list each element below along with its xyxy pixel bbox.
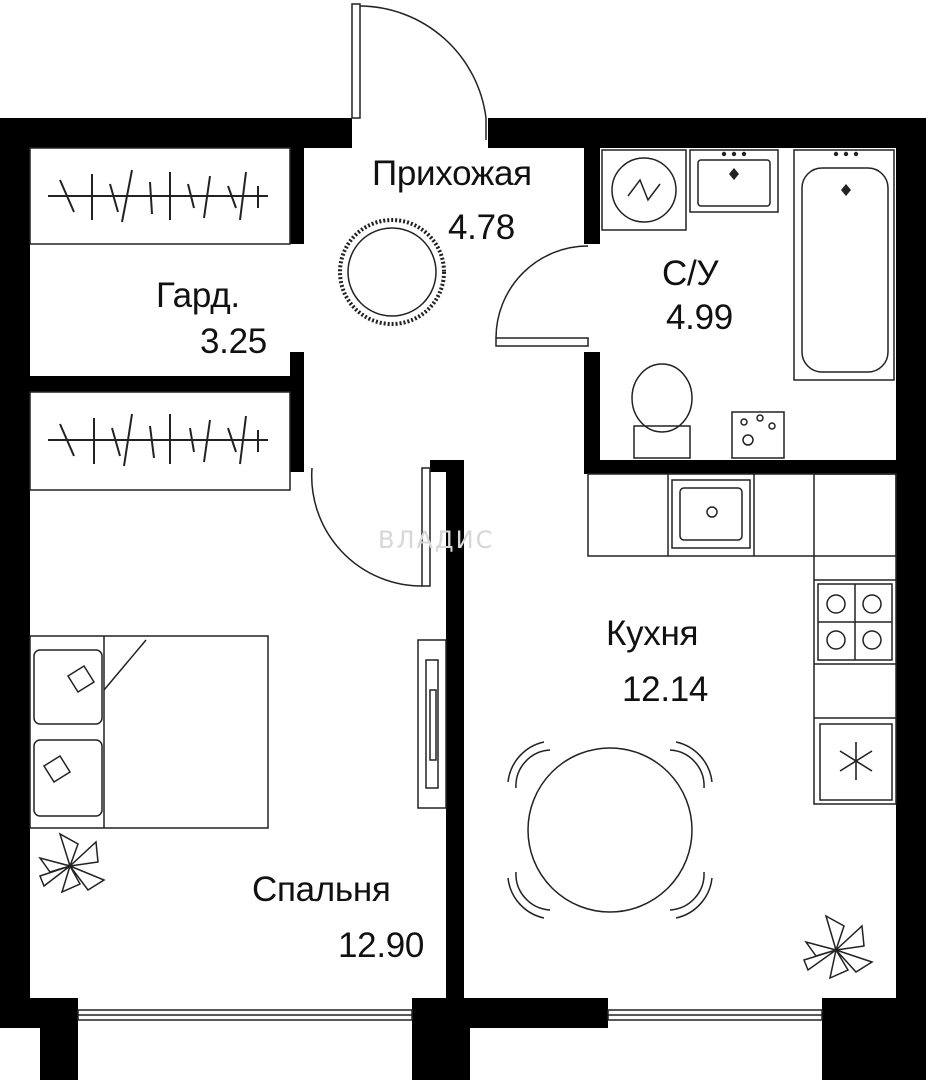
dining-set [507, 741, 713, 919]
doors [310, 3, 589, 587]
room-name-wardrobe: Гард. [156, 276, 240, 315]
walls [0, 118, 926, 1080]
room-area-hallway: 4.78 [448, 208, 515, 247]
dining-table [527, 747, 693, 913]
plant-icon [38, 832, 106, 894]
entrance-door-swing [359, 5, 487, 119]
wardrobe-cabinets [29, 147, 291, 491]
bathtub [793, 149, 895, 381]
bathroom-door-leaf [495, 337, 589, 347]
bed [29, 635, 269, 829]
room-name-hallway: Прихожая [372, 154, 532, 193]
plant-icon [803, 914, 874, 980]
hallway-rug [338, 218, 446, 326]
refrigerator [819, 723, 893, 801]
room-name-bedroom: Спальня [252, 870, 391, 909]
bathroom-door-swing [495, 245, 589, 339]
room-name-bathroom: С/У [662, 254, 719, 293]
windows [77, 1009, 823, 1021]
entrance-door-leaf [351, 3, 361, 119]
toilet-bowl [631, 363, 693, 433]
hanger-rods [48, 169, 268, 467]
washing-machine [601, 149, 687, 231]
boiler [731, 411, 785, 459]
room-area-wardrobe: 3.25 [200, 322, 267, 361]
bedroom-door-swing [310, 467, 423, 587]
tv-unit [417, 639, 447, 809]
kitchen-sink [671, 479, 751, 549]
bathroom-fixtures [601, 149, 895, 459]
room-area-kitchen: 12.14 [622, 670, 709, 709]
bedroom-door-leaf [421, 467, 431, 587]
watermark: ВЛАДИС [378, 526, 495, 554]
room-name-kitchen: Кухня [606, 614, 699, 653]
kitchen-counters [587, 473, 897, 805]
faucet-marks [721, 151, 859, 196]
snowflake-icon [839, 742, 873, 780]
room-area-bedroom: 12.90 [338, 926, 425, 965]
bathroom-sink [689, 149, 779, 213]
room-area-bathroom: 4.99 [666, 298, 733, 337]
toilet-tank [633, 425, 691, 459]
